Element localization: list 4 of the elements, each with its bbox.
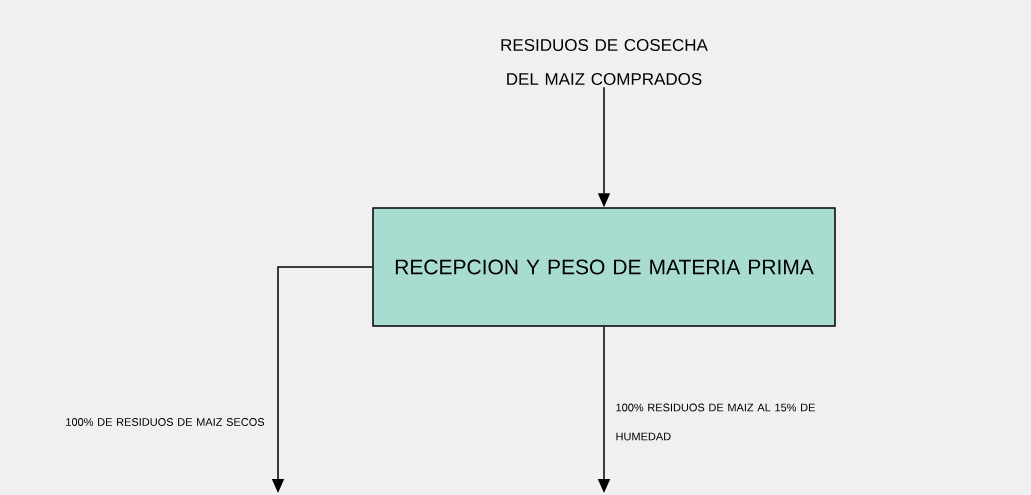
input-text: RESIDUOS DE COSECHA DEL MAIZ COMPRADOS — [501, 39, 708, 85]
edge-label: 100% RESIDUOS DE MAIZ AL 15% DE HUMEDAD — [616, 403, 815, 441]
edge-label: 100% DE RESIDUOS DE MAIZ SECOS — [66, 418, 265, 426]
process-box: RECEPCION Y PESO DE MATERIA PRIMA — [372, 207, 836, 327]
